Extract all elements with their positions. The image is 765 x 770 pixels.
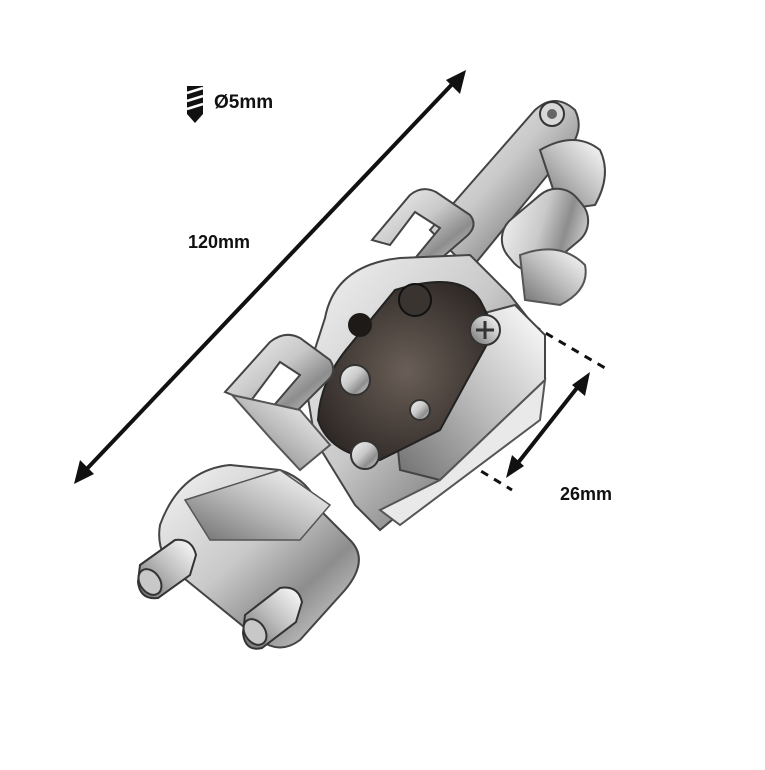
drill-bit-icon (186, 86, 204, 123)
hinge-mounting-plate (136, 463, 360, 650)
length-dimension-arrow (74, 70, 466, 484)
length-label: 120mm (188, 232, 251, 252)
dowel-pin-right (241, 586, 304, 650)
depth-label: 26mm (560, 484, 613, 504)
drill-diameter-label: Ø5mm (214, 92, 274, 113)
hinge-left-bracket (223, 333, 335, 472)
hinge-main-body (303, 253, 547, 532)
screw-icon (469, 314, 501, 346)
dowel-pin-left (136, 538, 198, 600)
